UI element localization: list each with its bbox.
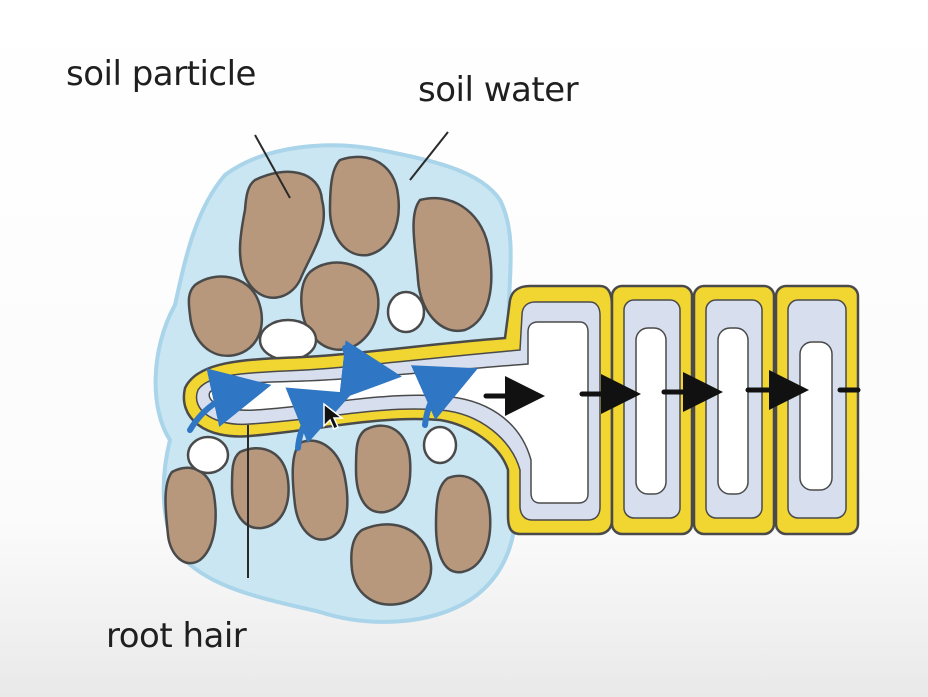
soil-particle (350, 523, 433, 606)
cortex-cell (774, 284, 860, 536)
leader-line-soil-water (409, 131, 449, 181)
soil-particle (230, 447, 290, 530)
label-soil-water: soil water (418, 70, 579, 110)
leader-lines (247, 131, 449, 578)
cortex-cell (692, 284, 776, 536)
soil-particles (164, 155, 493, 606)
white-pebbles (186, 290, 458, 475)
soil-particle (412, 196, 493, 333)
soil-particle (187, 275, 264, 358)
soil-particle (354, 424, 412, 514)
soil-particle (291, 439, 349, 541)
mouse-pointer-icon (323, 402, 345, 431)
soil-particle (238, 170, 325, 299)
cortex-cell (610, 284, 694, 536)
label-soil-particle: soil particle (66, 54, 256, 94)
water-arrow (187, 368, 272, 433)
soil-particle (164, 466, 217, 565)
white-pebble (386, 290, 426, 334)
water-arrow (410, 365, 478, 428)
transport-arrows (483, 370, 861, 416)
white-pebble (258, 318, 318, 362)
soil-particle (328, 155, 400, 257)
white-pebble (186, 435, 230, 475)
leader-line-soil-particle (254, 134, 291, 199)
white-pebble (422, 425, 458, 465)
water-arrow (338, 340, 402, 400)
cortex-cells (610, 284, 860, 536)
label-root-hair: root hair (106, 616, 247, 656)
soil-particle (434, 474, 492, 574)
